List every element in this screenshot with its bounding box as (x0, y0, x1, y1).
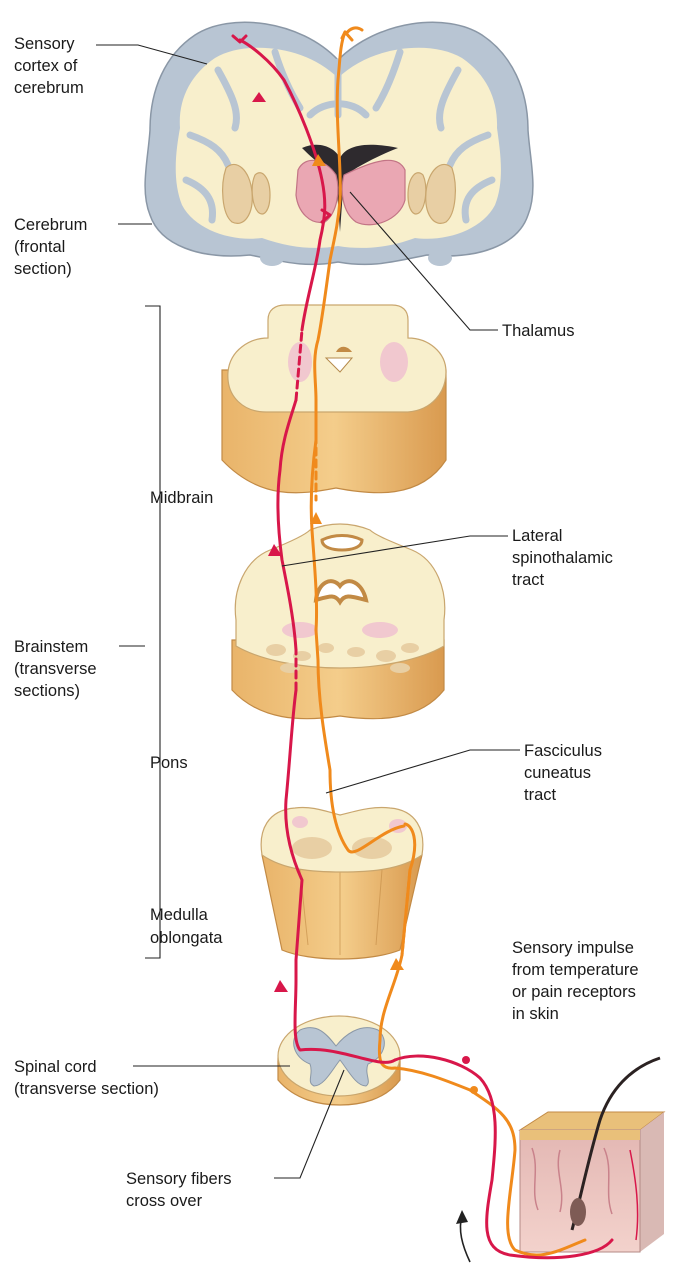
arrow-up-icon (456, 1210, 470, 1262)
svg-text:Sensory fibers: Sensory fibers (126, 1170, 231, 1188)
svg-text:Spinal cord: Spinal cord (14, 1058, 97, 1076)
svg-text:from temperature: from temperature (512, 961, 639, 979)
svg-text:oblongata: oblongata (150, 929, 223, 947)
svg-text:or pain receptors: or pain receptors (512, 983, 636, 1001)
label-medulla-oblongata: Medulla oblongata (150, 906, 223, 947)
svg-text:(transverse: (transverse (14, 660, 97, 678)
label-lateral-spinothalamic-tract: Lateral spinothalamic tract (512, 527, 613, 589)
svg-text:Medulla: Medulla (150, 906, 209, 924)
svg-text:cortex of: cortex of (14, 57, 78, 75)
label-cerebrum: Cerebrum (frontal section) (14, 216, 87, 278)
label-brainstem: Brainstem (transverse sections) (14, 638, 97, 700)
svg-text:Fasciculus: Fasciculus (524, 742, 602, 760)
svg-text:tract: tract (524, 786, 557, 804)
label-sensory-fibers-cross-over: Sensory fibers cross over (126, 1170, 231, 1210)
svg-text:cuneatus: cuneatus (524, 764, 591, 782)
svg-text:Lateral: Lateral (512, 527, 562, 545)
svg-text:cerebrum: cerebrum (14, 79, 84, 97)
svg-text:Pons: Pons (150, 754, 188, 772)
svg-text:cross over: cross over (126, 1192, 203, 1210)
skin-block-icon (520, 1058, 664, 1252)
svg-text:Sensory impulse: Sensory impulse (512, 939, 634, 957)
label-pons: Pons (150, 754, 188, 772)
label-sensory-cortex: Sensory cortex of cerebrum (14, 35, 84, 97)
svg-text:(frontal: (frontal (14, 238, 65, 256)
label-fasciculus-cuneatus-tract: Fasciculus cuneatus tract (524, 742, 602, 804)
medulla-section (261, 807, 423, 959)
label-thalamus: Thalamus (502, 322, 574, 340)
svg-text:section): section) (14, 260, 72, 278)
svg-text:Cerebrum: Cerebrum (14, 216, 87, 234)
label-sensory-impulse: Sensory impulse from temperature or pain… (512, 939, 639, 1023)
svg-text:(transverse section): (transverse section) (14, 1080, 159, 1098)
svg-text:sections): sections) (14, 682, 80, 700)
label-midbrain: Midbrain (150, 489, 213, 507)
svg-text:Sensory: Sensory (14, 35, 75, 53)
svg-text:in skin: in skin (512, 1005, 559, 1023)
svg-text:Brainstem: Brainstem (14, 638, 88, 656)
pons-section (232, 524, 445, 719)
midbrain-section (222, 305, 446, 493)
svg-text:Thalamus: Thalamus (502, 322, 574, 340)
svg-text:tract: tract (512, 571, 545, 589)
svg-text:spinothalamic: spinothalamic (512, 549, 613, 567)
svg-text:Midbrain: Midbrain (150, 489, 213, 507)
label-spinal-cord: Spinal cord (transverse section) (14, 1058, 159, 1098)
